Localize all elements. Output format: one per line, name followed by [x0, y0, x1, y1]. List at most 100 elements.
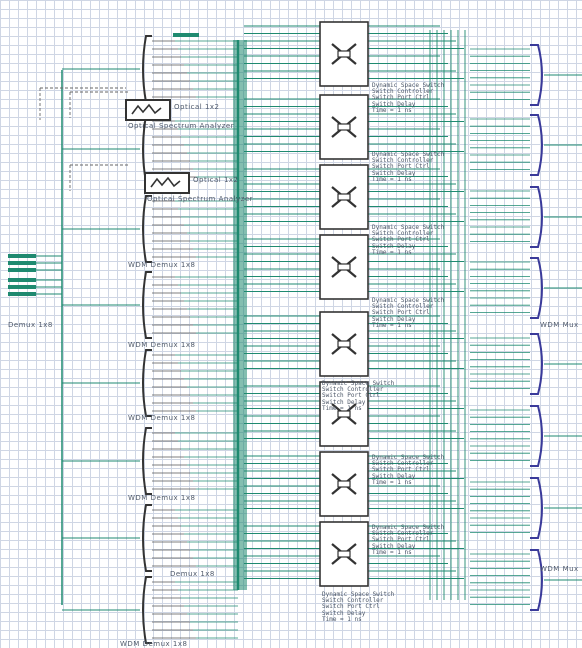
wdm-demux-label: WDM Demux 1x8	[128, 494, 196, 502]
annotation-line: Switch Port Ctrl	[372, 236, 430, 244]
annotation-line: Switch Controller	[372, 157, 434, 165]
space-switch-6	[319, 381, 369, 447]
demux-block-8	[142, 576, 152, 644]
input-source-2	[8, 261, 36, 265]
input-source-5	[8, 285, 36, 289]
annotation-line: Switch Controller	[372, 460, 434, 468]
wdm-mux-block-2	[530, 114, 543, 176]
wdm-mux-label: WDM Mux	[540, 321, 579, 329]
demux-block-1	[142, 35, 152, 103]
annotation-line: Dynamic Space Switch	[372, 224, 445, 231]
annotation-line: Switch Delay	[372, 100, 416, 108]
annotation-line: Time = 1 ns	[372, 106, 412, 114]
demux-block-4	[142, 271, 152, 339]
input-source-6	[8, 292, 36, 296]
input-source-1	[8, 254, 36, 258]
annotation-line: Switch Port Ctrl	[322, 603, 380, 611]
wdm-mux-label: WDM Mux	[540, 565, 579, 573]
annotation-line: Switch Port Ctrl	[372, 163, 430, 171]
wdm-mux-block-1	[530, 44, 543, 106]
switch-core	[337, 410, 351, 418]
top-connector	[173, 33, 199, 37]
switch-core	[337, 263, 351, 271]
annotation-line: Time = 1 ns	[372, 321, 412, 329]
analyzer-side-label: Optical 1x2	[193, 176, 239, 184]
switch-core	[337, 480, 351, 488]
wire-layer	[36, 25, 582, 639]
annotation-line: Switch Delay	[322, 398, 366, 406]
annotation-line: Time = 1 ns	[372, 478, 412, 486]
annotation-line: Switch Delay	[372, 169, 416, 177]
annotation-line: Switch Controller	[372, 88, 434, 96]
wdm-mux-block-5	[530, 333, 543, 395]
switch-core	[337, 123, 351, 131]
wdm-mux-block-3	[530, 186, 543, 248]
annotation-line: Time = 1 ns	[372, 548, 412, 556]
wdm-demux-label: WDM Demux 1x8	[128, 414, 196, 422]
annotation-line: Switch Delay	[372, 315, 416, 323]
switch-core	[337, 340, 351, 348]
annotation-line: Switch Port Ctrl	[322, 392, 380, 400]
wdm-mux-block-8	[530, 549, 543, 611]
wdm-mux-block-7	[530, 477, 543, 539]
annotation-line: Switch Port Ctrl	[372, 94, 430, 102]
block-layer	[8, 21, 543, 644]
input-source-3	[8, 268, 36, 272]
annotation-line: Switch Port Ctrl	[372, 536, 430, 544]
annotation-line: Time = 1 ns	[372, 175, 412, 183]
analyzer-label: Optical Spectrum Analyzer	[147, 195, 254, 203]
spectrum-analyzer-2	[144, 172, 190, 194]
wdm-demux-label: WDM Demux 1x8	[128, 261, 196, 269]
annotation-line: Switch Port Ctrl	[372, 309, 430, 317]
switch-core	[337, 550, 351, 558]
annotation-line: Dynamic Space Switch	[372, 454, 445, 461]
switch-core	[337, 50, 351, 58]
annotation-line: Time = 1 ns	[322, 615, 362, 623]
wdm-demux-label: Demux 1x8	[170, 570, 215, 578]
demux-block-7	[142, 504, 152, 572]
annotation-line: Switch Delay	[322, 609, 366, 617]
annotation-line: Dynamic Space Switch	[372, 524, 445, 531]
demux-block-5	[142, 349, 152, 417]
annotation-line: Switch Controller	[372, 303, 434, 311]
annotation-line: Switch Controller	[322, 597, 384, 605]
wdm-demux-label: WDM Demux 1x8	[120, 640, 188, 648]
annotation-line: Switch Port Ctrl	[372, 466, 430, 474]
annotation-line: Switch Delay	[372, 542, 416, 550]
annotation-line: Switch Controller	[372, 230, 434, 238]
annotation-line: Switch Delay	[372, 472, 416, 480]
space-switch-4	[319, 234, 369, 300]
wdm-mux-block-4	[530, 257, 543, 319]
demux-block-6	[142, 427, 152, 495]
annotation-line: Switch Controller	[322, 386, 384, 394]
spectrum-analyzer-1	[125, 99, 171, 121]
switch-core	[337, 193, 351, 201]
wdm-mux-block-6	[530, 405, 543, 467]
annotation-line: Dynamic Space Switch	[372, 82, 445, 89]
annotation-line: Time = 1 ns	[322, 404, 362, 412]
annotation-line: Dynamic Space Switch	[372, 297, 445, 304]
annotation-line: Dynamic Space Switch	[372, 151, 445, 158]
demux-block-3	[142, 195, 152, 263]
spectrum-icon	[150, 176, 181, 188]
annotation-line: Switch Delay	[372, 242, 416, 250]
annotation-line: Dynamic Space Switch	[322, 591, 395, 598]
spectrum-icon	[131, 103, 162, 115]
input-source-4	[8, 278, 36, 282]
annotation-line: Dynamic Space Switch	[322, 380, 395, 387]
annotation-line: Time = 1 ns	[372, 248, 412, 256]
wdm-demux-label: WDM Demux 1x8	[128, 341, 196, 349]
demux-in-label: Demux 1x8	[8, 321, 53, 329]
annotation-line: Switch Controller	[372, 530, 434, 538]
analyzer-label: Optical Spectrum Analyzer	[128, 122, 235, 130]
analyzer-side-label: Optical 1x2	[174, 103, 220, 111]
